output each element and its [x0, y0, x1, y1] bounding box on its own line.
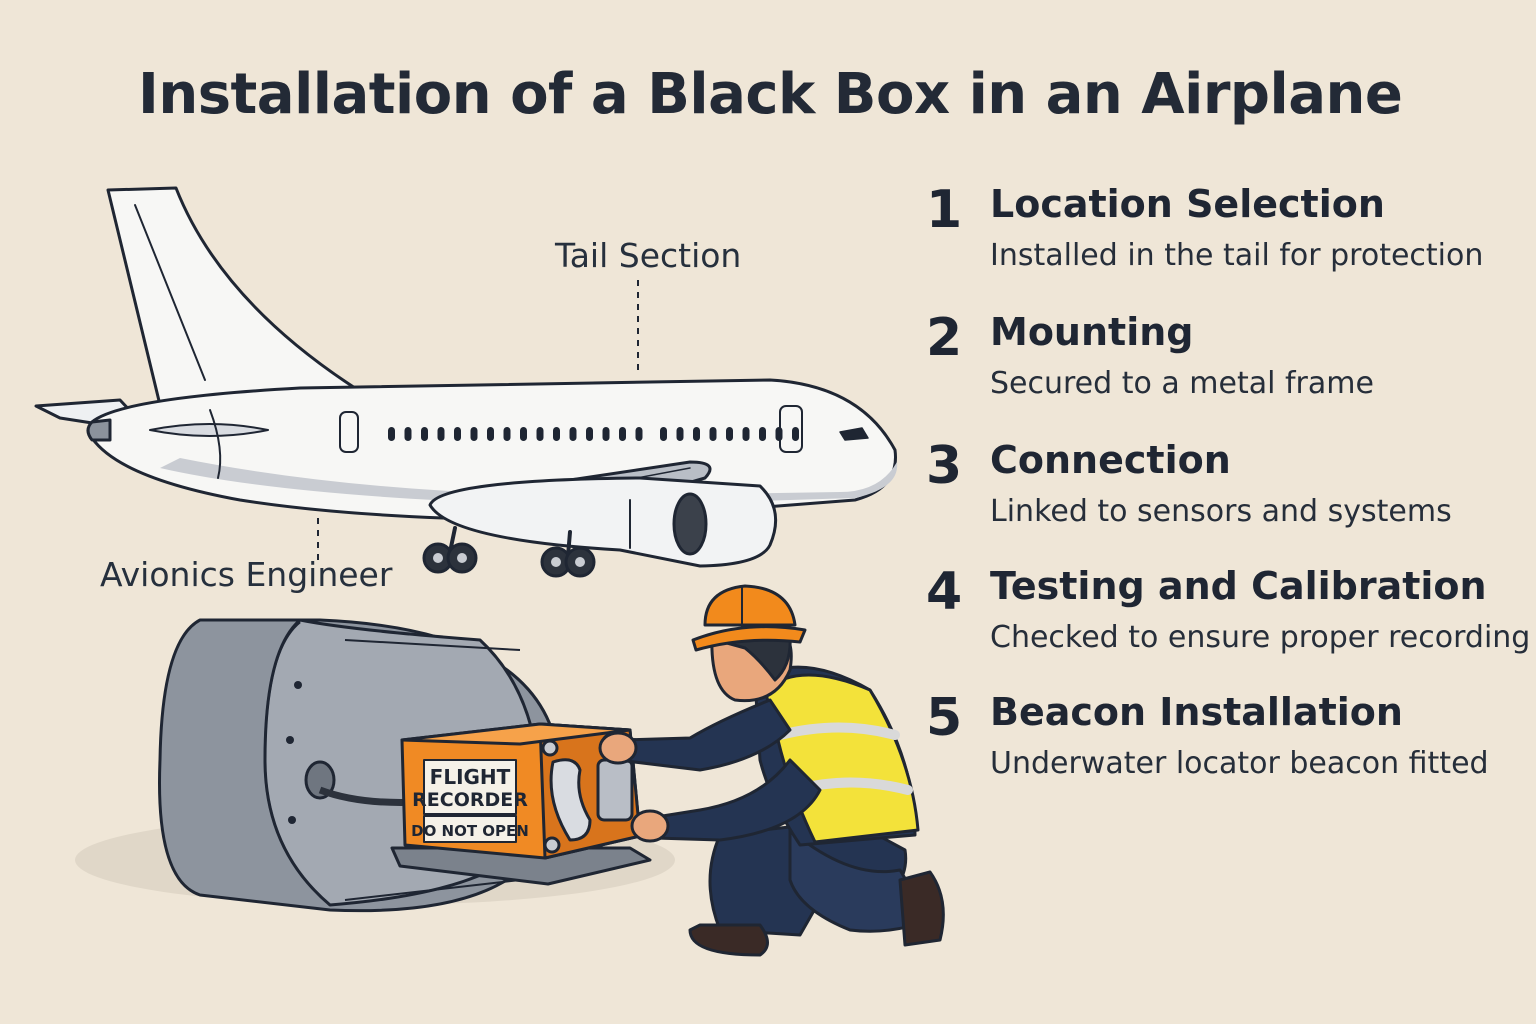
- step-title: Testing and Calibration: [990, 564, 1487, 608]
- passenger-windows: [388, 427, 799, 441]
- passenger-window: [569, 427, 577, 441]
- page-title: Installation of a Black Box in an Airpla…: [138, 62, 1403, 127]
- passenger-window: [742, 427, 750, 441]
- step-title: Location Selection: [990, 182, 1385, 226]
- passenger-window: [404, 427, 412, 441]
- avionics-engineer-label: Avionics Engineer: [100, 555, 393, 594]
- passenger-window: [792, 427, 799, 441]
- recorder-warning: DO NOT OPEN: [411, 822, 529, 840]
- step-item: 5 Beacon Installation Underwater locator…: [922, 688, 1522, 798]
- step-title: Connection: [990, 438, 1231, 482]
- tail-section-label: Tail Section: [555, 236, 742, 275]
- passenger-window: [388, 427, 395, 441]
- passenger-window: [536, 427, 544, 441]
- recorder-label-line1: FLIGHT: [430, 765, 511, 789]
- passenger-window: [602, 427, 610, 441]
- flight-recorder: [400, 722, 642, 860]
- step-number: 2: [926, 308, 963, 368]
- passenger-window: [454, 427, 461, 441]
- passenger-window: [437, 427, 445, 441]
- step-description: Underwater locator beacon fitted: [990, 746, 1489, 781]
- passenger-window: [553, 427, 560, 441]
- step-item: 4 Testing and Calibration Checked to ens…: [922, 562, 1530, 672]
- engineer: [598, 584, 945, 957]
- passenger-window: [726, 427, 733, 441]
- passenger-window: [487, 427, 494, 441]
- passenger-window: [693, 427, 700, 441]
- passenger-window: [676, 427, 684, 441]
- step-number: 3: [926, 436, 963, 496]
- passenger-window: [619, 427, 626, 441]
- step-number: 1: [926, 180, 963, 240]
- step-description: Installed in the tail for protection: [990, 238, 1484, 273]
- passenger-window: [759, 427, 766, 441]
- step-item: 1 Location Selection Installed in the ta…: [922, 180, 1522, 290]
- step-number: 5: [926, 688, 963, 748]
- passenger-window: [709, 427, 717, 441]
- recorder-label-line2: RECORDER: [412, 789, 528, 811]
- passenger-window: [520, 427, 527, 441]
- passenger-window: [470, 427, 478, 441]
- airplane: [34, 186, 898, 578]
- passenger-window: [775, 427, 783, 441]
- step-title: Mounting: [990, 310, 1194, 354]
- passenger-window: [503, 427, 511, 441]
- passenger-window: [635, 427, 643, 441]
- step-description: Linked to sensors and systems: [990, 494, 1452, 529]
- tail-compartment: [75, 618, 675, 913]
- step-item: 3 Connection Linked to sensors and syste…: [922, 436, 1522, 546]
- step-title: Beacon Installation: [990, 690, 1403, 734]
- passenger-window: [586, 427, 593, 441]
- step-description: Secured to a metal frame: [990, 366, 1374, 401]
- passenger-window: [660, 427, 667, 441]
- step-item: 2 Mounting Secured to a metal frame: [922, 308, 1522, 418]
- passenger-window: [421, 427, 428, 441]
- step-description: Checked to ensure proper recording: [990, 620, 1531, 655]
- step-number: 4: [926, 562, 963, 622]
